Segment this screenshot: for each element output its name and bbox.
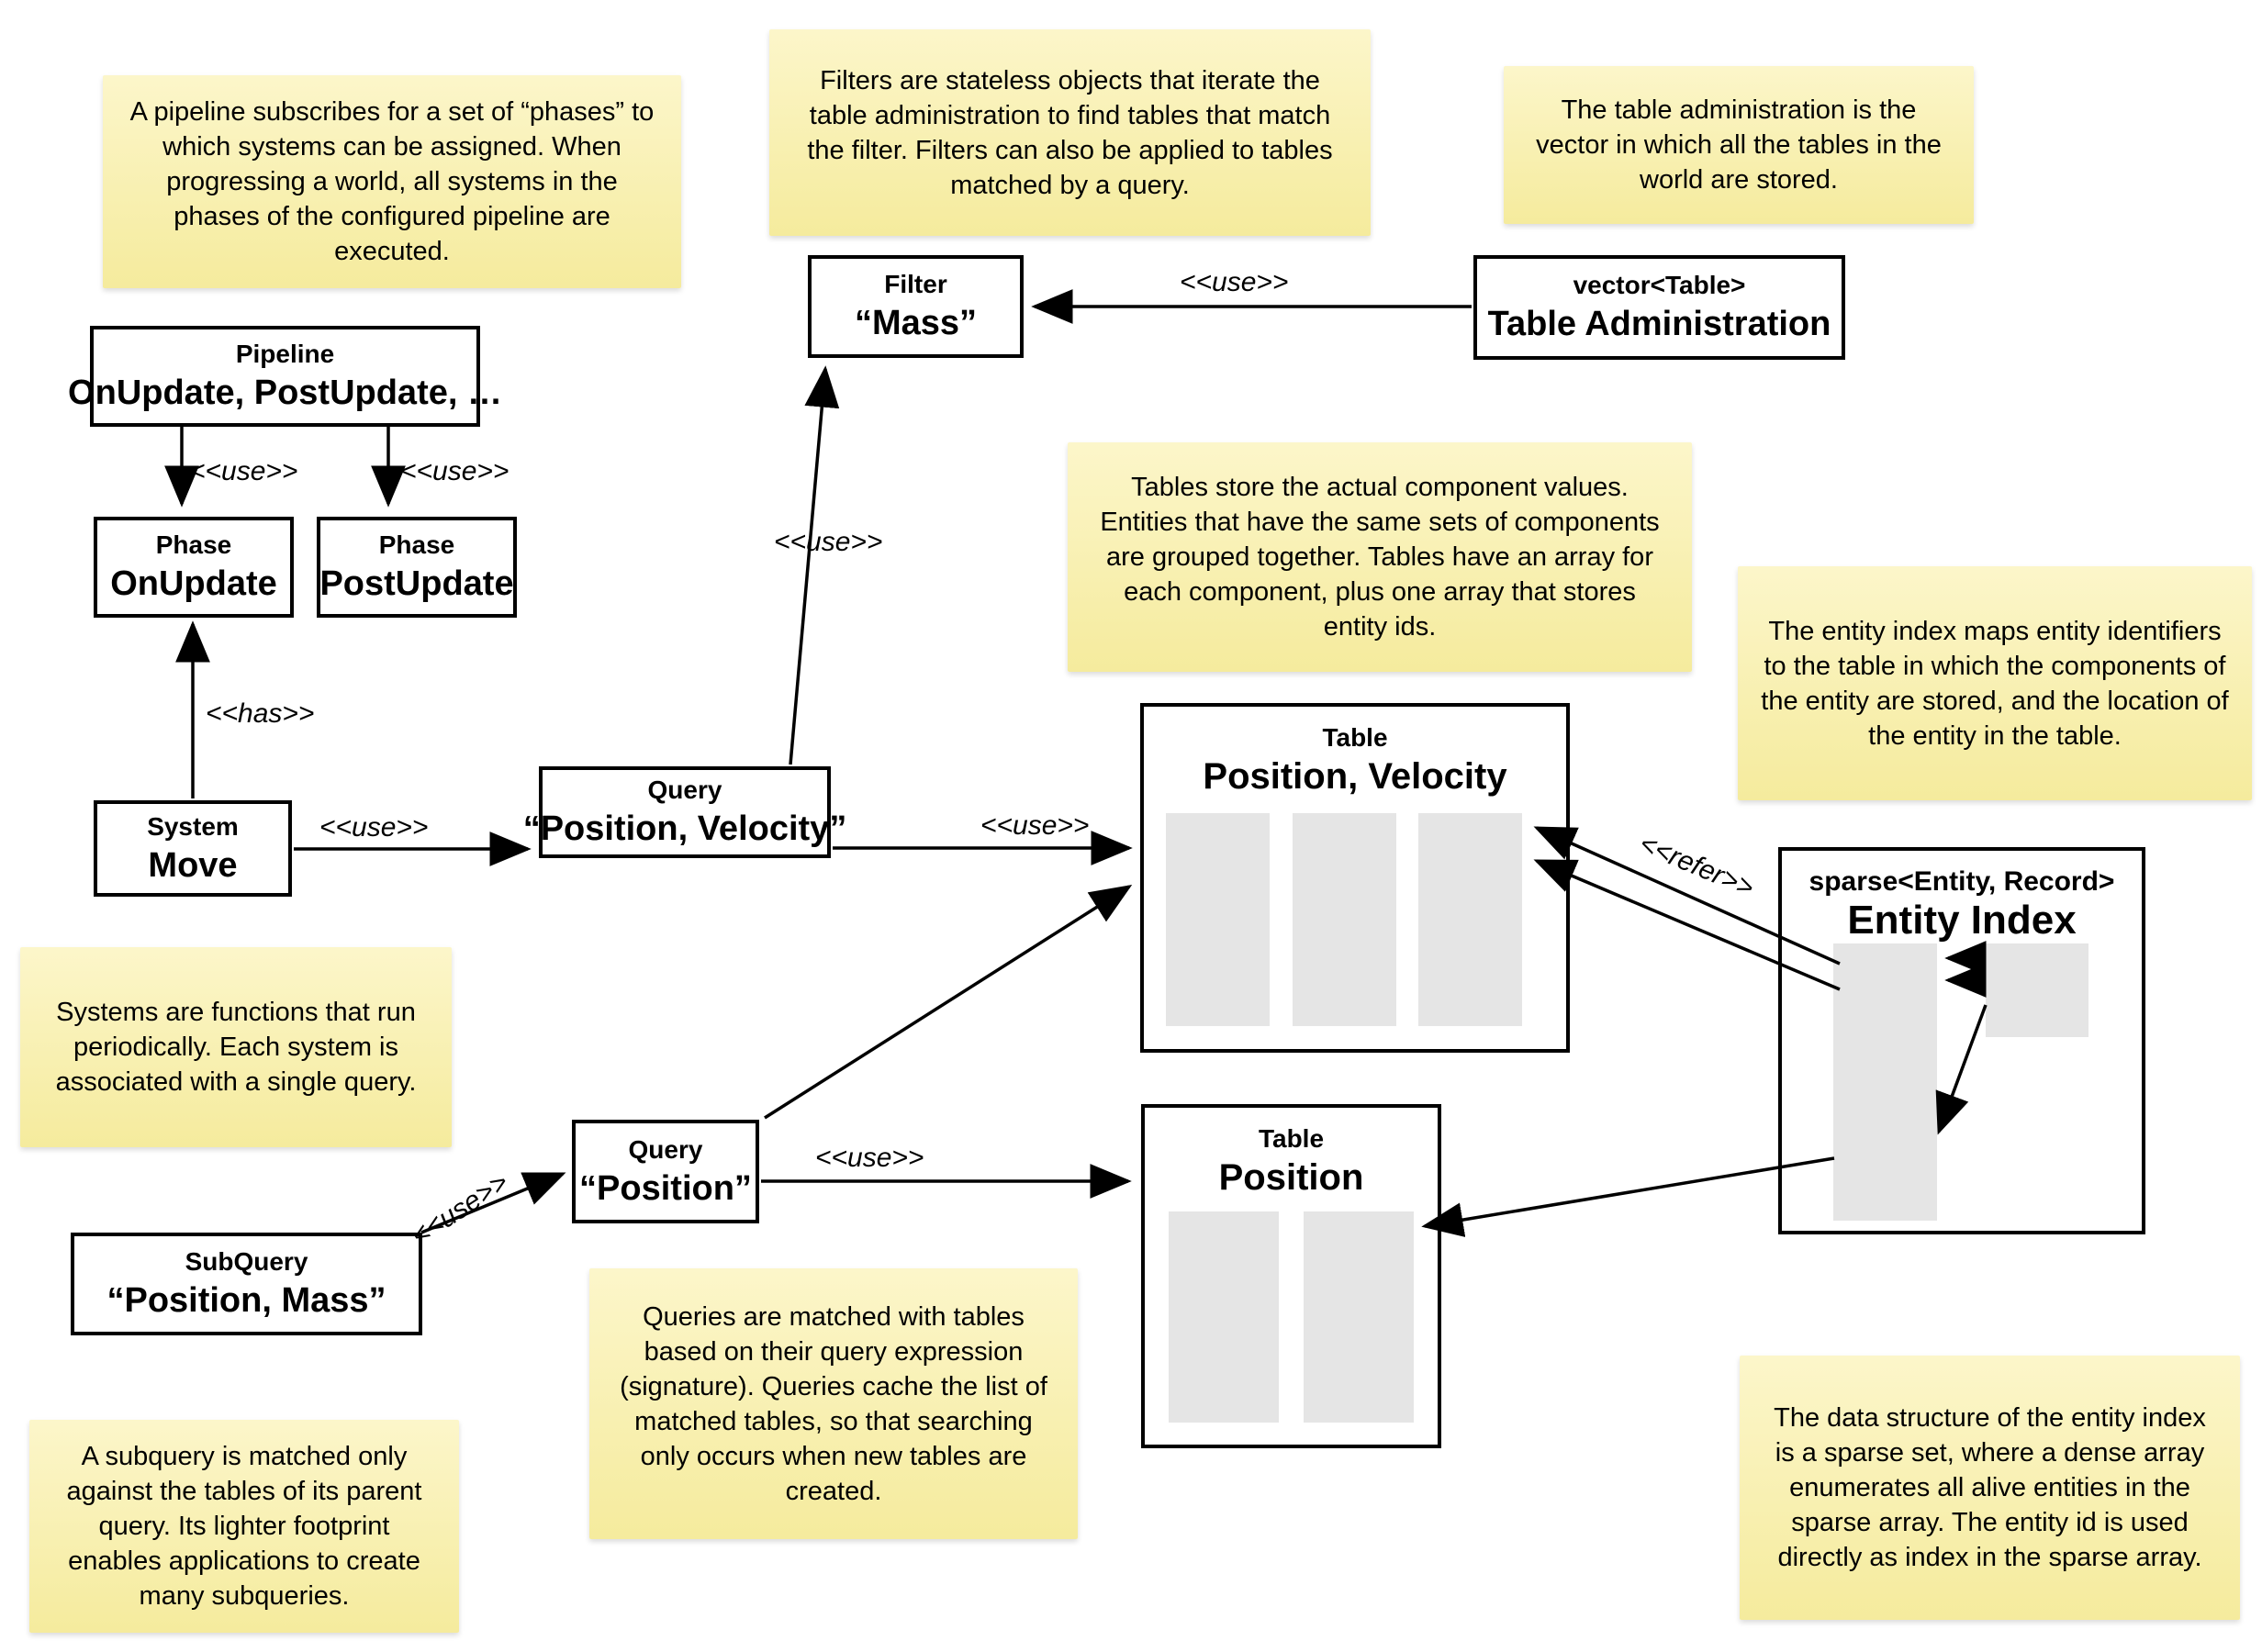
note-queries: Queries are matched with tables based on…	[589, 1268, 1078, 1539]
filter-mass-box: Filter “Mass”	[808, 255, 1024, 358]
note-systems: Systems are functions that run periodica…	[20, 947, 452, 1147]
note-pipeline: A pipeline subscribes for a set of “phas…	[103, 75, 681, 288]
note-subquery: A subquery is matched only against the t…	[29, 1420, 459, 1633]
component-array-1	[1166, 813, 1270, 1026]
phase-postupdate-box: Phase PostUpdate	[317, 517, 517, 618]
subquery-stereotype: SubQuery	[185, 1247, 308, 1276]
entity-index-box: sparse<Entity, Record> Entity Index	[1778, 847, 2145, 1234]
filter-mass-name: “Mass”	[854, 304, 978, 342]
pipeline-box: Pipeline OnUpdate, PostUpdate, …	[68, 326, 502, 427]
filter-mass-stereotype: Filter	[884, 270, 947, 298]
note-systems-text: Systems are functions that run periodica…	[55, 998, 417, 1097]
note-subquery-text: A subquery is matched only against the t…	[66, 1442, 422, 1611]
note-table-administration: The table administration is the vector i…	[1504, 66, 1974, 224]
entity-index-name: Entity Index	[1847, 898, 2077, 943]
component-array-1	[1169, 1211, 1279, 1423]
table-position-velocity-stereotype: Table	[1322, 723, 1388, 752]
table-administration-name: Table Administration	[1487, 305, 1831, 343]
use-label-subquery-query: <<use>>	[406, 1166, 514, 1252]
query-position-velocity-box: Query “Position, Velocity”	[523, 766, 846, 858]
component-array-2	[1304, 1211, 1414, 1423]
query-position-stereotype: Query	[628, 1134, 703, 1164]
use-label-pipeline-onupdate: <<use>>	[189, 456, 298, 486]
note-queries-text: Queries are matched with tables based on…	[620, 1301, 1047, 1506]
query-position-name: “Position”	[579, 1168, 752, 1208]
note-tables: Tables store the actual component values…	[1068, 442, 1692, 672]
note-entity-index: The entity index maps entity identifiers…	[1738, 566, 2252, 800]
entity-index-stereotype: sparse<Entity, Record>	[1808, 866, 2115, 897]
refer-label-entityindex-table: <<refer>>	[1634, 828, 1759, 904]
dense-array	[1986, 943, 2088, 1037]
component-array-2	[1293, 813, 1396, 1026]
use-label-tableadmin-filter: <<use>>	[1180, 267, 1289, 297]
note-tables-text: Tables store the actual component values…	[1100, 473, 1660, 642]
use-label-query-tablepos: <<use>>	[815, 1143, 924, 1173]
use-label-pipeline-postupdate: <<use>>	[400, 456, 510, 486]
edge-querypos-to-tableposvel	[764, 884, 1133, 1120]
table-position-name: Position	[1218, 1157, 1364, 1198]
system-move-stereotype: System	[147, 811, 239, 841]
phase-postupdate-stereotype: Phase	[378, 530, 455, 559]
table-position-box: Table Position	[1141, 1104, 1441, 1448]
sparse-array	[1833, 943, 1937, 1221]
query-position-velocity-name: “Position, Velocity”	[522, 809, 847, 848]
note-filters: Filters are stateless objects that itera…	[769, 29, 1371, 236]
query-position-box: Query “Position”	[572, 1120, 759, 1223]
subquery-box: SubQuery “Position, Mass”	[71, 1233, 422, 1335]
table-position-velocity-name: Position, Velocity	[1203, 756, 1507, 797]
use-label-query-filter: <<use>>	[774, 527, 883, 557]
note-entity-index-text: The entity index maps entity identifiers…	[1761, 616, 2229, 751]
subquery-name: “Position, Mass”	[106, 1281, 386, 1320]
query-position-velocity-stereotype: Query	[647, 776, 722, 804]
phase-onupdate-name: OnUpdate	[110, 564, 277, 603]
note-sparse-set: The data structure of the entity index i…	[1740, 1356, 2240, 1620]
pipeline-stereotype: Pipeline	[235, 340, 335, 368]
has-label-system-phase: <<has>>	[206, 698, 315, 729]
edge-query-use-filter	[789, 365, 840, 765]
note-filters-text: Filters are stateless objects that itera…	[807, 65, 1333, 200]
pipeline-name: OnUpdate, PostUpdate, …	[68, 374, 502, 412]
system-move-name: Move	[148, 845, 238, 885]
system-move-box: System Move	[94, 800, 292, 897]
table-position-stereotype: Table	[1258, 1124, 1325, 1153]
note-sparse-set-text: The data structure of the entity index i…	[1774, 1403, 2206, 1572]
use-label-system-query: <<use>>	[319, 812, 429, 843]
table-administration-box: vector<Table> Table Administration	[1473, 255, 1845, 360]
phase-onupdate-stereotype: Phase	[155, 530, 232, 559]
note-pipeline-text: A pipeline subscribes for a set of “phas…	[129, 97, 655, 266]
phase-onupdate-box: Phase OnUpdate	[94, 517, 294, 618]
use-label-query-tableposvel: <<use>>	[980, 810, 1090, 841]
note-table-administration-text: The table administration is the vector i…	[1536, 95, 1942, 195]
component-array-3	[1418, 813, 1522, 1026]
phase-postupdate-name: PostUpdate	[319, 564, 514, 603]
edge-entityindex-to-tablepos	[1421, 1156, 1835, 1237]
table-position-velocity-box: Table Position, Velocity	[1140, 703, 1570, 1053]
table-administration-stereotype: vector<Table>	[1573, 271, 1746, 299]
